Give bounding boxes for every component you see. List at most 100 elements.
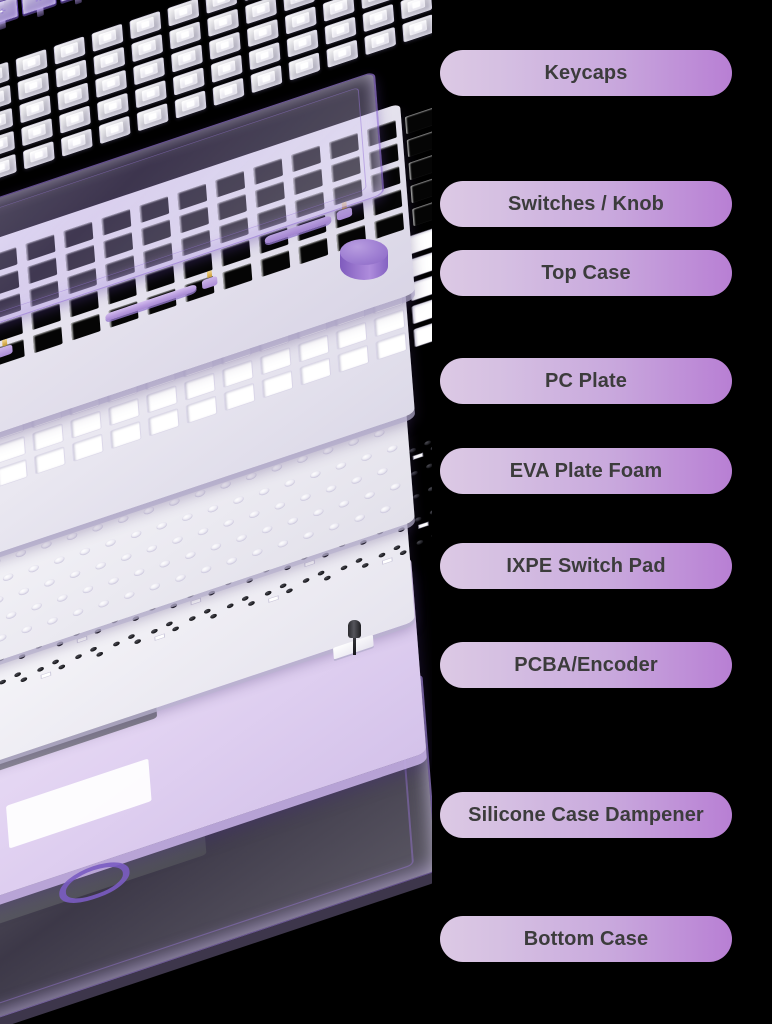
foam-dimple — [328, 521, 340, 532]
pcb-solder-pad — [210, 613, 218, 620]
label-pill-switches-knob[interactable]: Switches / Knob — [440, 181, 732, 227]
pcb-solder-pad — [132, 615, 140, 622]
pcb-smd-pad — [305, 560, 315, 567]
label-pill-silicone-case-dampener[interactable]: Silicone Case Dampener — [440, 792, 732, 838]
foam-switch-cutout — [108, 398, 139, 426]
foam-dimple — [0, 595, 4, 605]
foam-dimple — [220, 480, 232, 490]
label-pill-ixpe-switch-pad[interactable]: IXPE Switch Pad — [440, 543, 732, 589]
foam-dimple — [287, 516, 299, 526]
keycap-stem — [36, 6, 44, 18]
pcb-solder-pad — [96, 651, 104, 658]
mechanical-switch — [136, 102, 169, 132]
pcb-solder-pad — [58, 663, 66, 671]
foam-dimple — [168, 497, 180, 508]
label-text-ixpe-switch-pad: IXPE Switch Pad — [506, 554, 666, 577]
foam-dimple — [92, 522, 104, 533]
pcb-solder-pad — [285, 587, 293, 594]
foam-dimple — [69, 569, 81, 580]
foam-dimple — [28, 563, 40, 574]
foam-dimple — [43, 577, 55, 588]
pcb-solder-pad — [409, 447, 417, 454]
foam-dimple — [322, 445, 334, 456]
label-text-bottom-case: Bottom Case — [523, 927, 649, 950]
pcb-solder-pad — [431, 531, 432, 539]
pcb-solder-pad — [90, 646, 97, 653]
foam-dimple — [66, 531, 78, 542]
foam-dimple — [210, 541, 222, 552]
mechanical-switch — [364, 26, 397, 56]
foam-dimple — [361, 452, 373, 463]
foam-dimple — [46, 615, 58, 626]
foam-switch-cutout — [186, 396, 217, 423]
keycap-stem — [0, 19, 6, 31]
foam-dimple — [2, 572, 14, 583]
foam-dimple — [56, 593, 68, 603]
label-pill-top-case[interactable]: Top Case — [440, 250, 732, 296]
foam-switch-cutout — [336, 322, 367, 350]
foam-dimple — [120, 552, 132, 563]
label-pill-pc-plate[interactable]: PC Plate — [440, 358, 732, 404]
foam-dimple — [277, 538, 289, 549]
label-text-switches-knob: Switches / Knob — [508, 192, 664, 215]
foam-dimple — [354, 513, 366, 523]
mechanical-switch — [174, 90, 207, 119]
pcb-solder-pad — [264, 590, 272, 597]
pcb-solder-pad — [0, 678, 7, 686]
pcb-solder-pad — [226, 602, 234, 609]
foam-dimple — [258, 486, 270, 497]
pcb-solder-pad — [317, 569, 325, 577]
pcb-solder-pad — [18, 653, 26, 660]
foam-dimple — [98, 598, 110, 609]
foam-dimple — [79, 546, 91, 557]
pcb-solder-pad — [322, 551, 329, 559]
pcb-solder-pad — [302, 577, 310, 584]
foam-dimple — [309, 469, 321, 480]
foam-dimple — [0, 633, 7, 643]
pcb-solder-pad — [188, 615, 196, 622]
foam-dimple — [159, 558, 171, 569]
foam-dimple — [251, 547, 263, 558]
pcb-solder-pad — [127, 633, 135, 640]
pcb-solder-pad — [37, 666, 45, 673]
foam-switch-cutout — [338, 345, 369, 373]
label-text-silicone-case-dampener: Silicone Case Dampener — [468, 803, 704, 826]
pcb-solder-pad — [427, 485, 432, 493]
foam-dimple — [130, 529, 142, 540]
foam-switch-cutout — [300, 358, 331, 385]
label-pill-bottom-case[interactable]: Bottom Case — [440, 916, 732, 962]
foam-switch-cutout — [376, 332, 407, 360]
foam-dimple — [379, 504, 391, 515]
keycap — [20, 0, 57, 18]
foam-dimple — [233, 495, 245, 506]
label-pill-keycaps[interactable]: Keycaps — [440, 50, 732, 96]
foam-dimple — [312, 507, 324, 518]
label-pill-pcba-encoder[interactable]: PCBA/Encoder — [440, 642, 732, 688]
foam-dimple — [31, 601, 43, 612]
pcb-smd-pad — [419, 522, 428, 529]
mechanical-switch — [22, 140, 55, 170]
foam-dimple — [389, 481, 401, 492]
foam-dimple — [197, 526, 209, 537]
foam-dimple — [72, 607, 84, 618]
pcb-smd-pad — [155, 634, 165, 641]
foam-dimple — [117, 514, 129, 525]
pcb-solder-pad — [359, 539, 367, 546]
plate-switch-cutout — [260, 250, 291, 278]
keycap — [58, 0, 95, 5]
mechanical-switch — [326, 39, 359, 68]
pcb-smd-pad — [41, 672, 51, 679]
keyboard-render — [0, 0, 432, 1024]
foam-dimple — [149, 581, 161, 592]
plate-switch-cutout — [408, 153, 432, 181]
pcb-solder-pad — [279, 582, 287, 589]
foam-switch-cutout — [262, 370, 293, 398]
foam-dimple — [53, 555, 65, 566]
label-pill-eva-plate-foam[interactable]: EVA Plate Foam — [440, 448, 732, 494]
foam-dimple — [108, 576, 119, 586]
foam-switch-cutout — [33, 423, 63, 451]
encoder-knob — [340, 239, 388, 283]
pcb-solder-pad — [203, 608, 211, 615]
pcb-solder-pad — [134, 638, 142, 645]
